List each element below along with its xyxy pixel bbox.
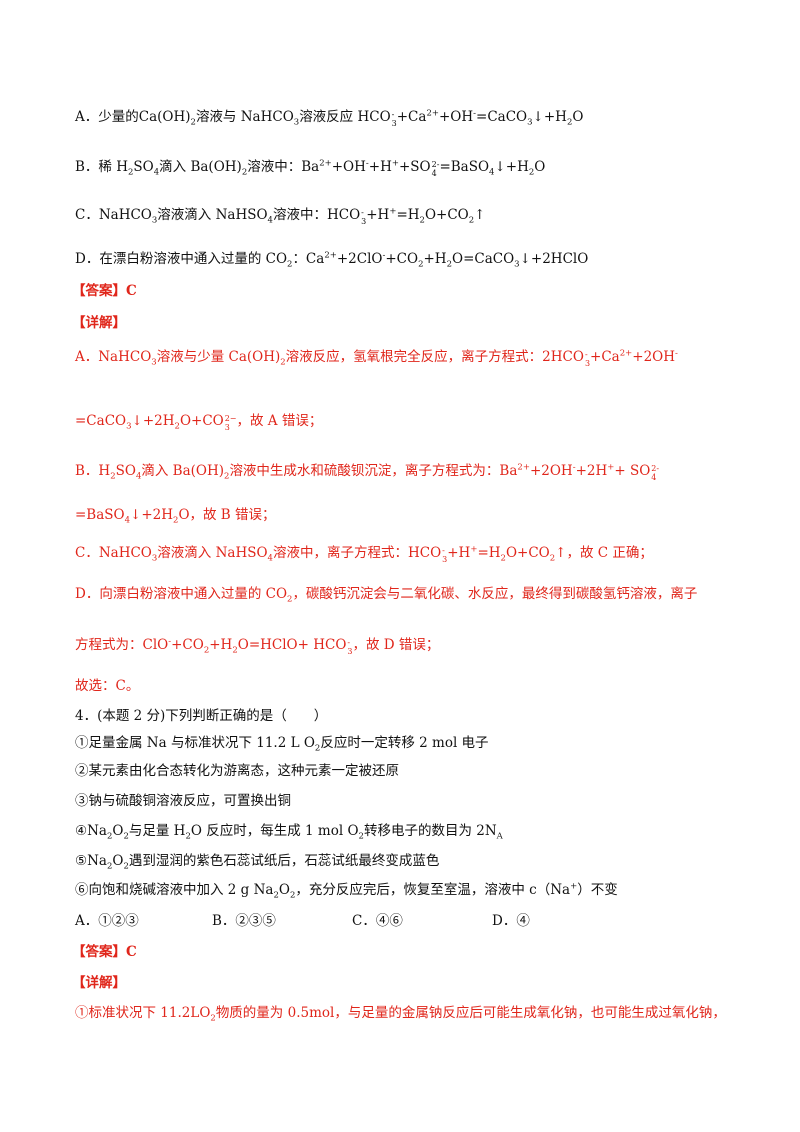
q4-statement-2: ②某元素由化合态转化为游离态，这种元素一定被还原 [75, 763, 399, 779]
q4-statement-6: ⑥向饱和烧碱溶液中加入 2 g Na2O2，充分反应完后，恢复至室温，溶液中 c… [75, 881, 618, 901]
detail-b-line2: =BaSO4↓+2H2O，故 B 错误； [75, 507, 276, 526]
q4-statement-3: ③钠与硫酸铜溶液反应，可置换出铜 [75, 793, 291, 809]
q4-statement-5: ⑤Na2O2遇到湿润的紫色石蕊试纸后，石蕊试纸最终变成蓝色 [75, 853, 440, 872]
q4-stem: 4．(本题 2 分)下列判断正确的是（ ） [75, 708, 328, 724]
option-c: C．NaHCO3溶液滴入 NaHSO4溶液中：HCO-3+H+=H2O+CO2↑ [75, 206, 486, 226]
detail-c-line: C．NaHCO3溶液滴入 NaHSO4溶液中，离子方程式：HCO-3+H+=H2… [75, 544, 653, 564]
option-d: D．在漂白粉溶液中通入过量的 CO2：Ca2++2ClO-+CO2+H2O=Ca… [75, 250, 589, 270]
detail-d-line2: 方程式为：ClO-+CO2+H2O=HClO+ HCO-3，故 D 错误； [75, 636, 440, 656]
detail-conclusion: 故选：C。 [75, 678, 140, 694]
detail-a-line1: A．NaHCO3溶液与少量 Ca(OH)2溶液反应，氢氧根完全反应，离子方程式：… [75, 348, 678, 368]
q4-detail-line1: ①标准状况下 11.2LO2物质的量为 0.5mol，与足量的金属钠反应后可能生… [75, 1005, 726, 1024]
q4-statement-1: ①足量金属 Na 与标准状况下 11.2 L O2反应时一定转移 2 mol 电… [75, 735, 489, 754]
q4-option-b: B．②③⑤ [212, 913, 276, 929]
q4-option-c: C．④⑥ [352, 913, 403, 929]
q4-detail-label: 【详解】 [72, 975, 126, 991]
option-a: A．少量的Ca(OH)2溶液与 NaHCO3溶液反应 HCO-3+Ca2++OH… [75, 108, 584, 128]
q3-detail-label: 【详解】 [72, 315, 126, 331]
q4-statement-4: ④Na2O2与足量 H2O 反应时，每生成 1 mol O2转移电子的数目为 2… [75, 823, 503, 842]
q3-answer: 【答案】C [72, 283, 137, 299]
detail-b-line1: B．H2SO4滴入 Ba(OH)2溶液中生成水和硫酸钡沉淀，离子方程式为：Ba2… [75, 462, 660, 482]
detail-d-line1: D．向漂白粉溶液中通入过量的 CO2，碳酸钙沉淀会与二氧化碳、水反应，最终得到碳… [75, 586, 698, 605]
q4-option-d: D．④ [492, 913, 530, 929]
q4-option-a: A．①②③ [75, 913, 139, 929]
q4-answer: 【答案】C [72, 944, 137, 960]
